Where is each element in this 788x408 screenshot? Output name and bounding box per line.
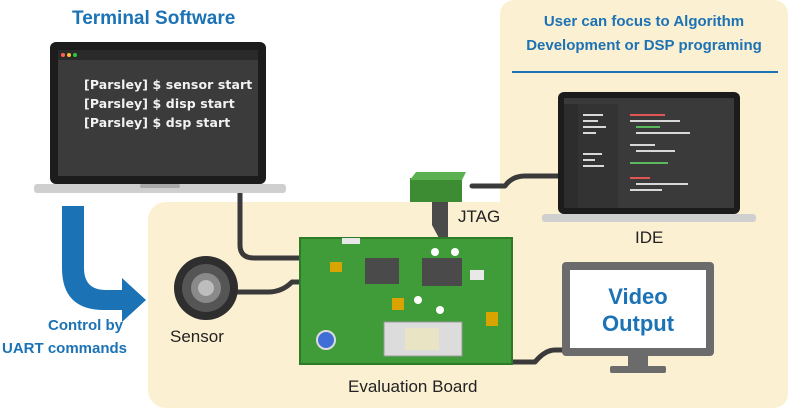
board-cpu: [405, 328, 439, 350]
terminal-line-1: [Parsley] $ sensor start: [84, 77, 253, 92]
terminal-screen: [58, 50, 258, 176]
monitor-stand: [610, 366, 666, 373]
sensor-label: Sensor: [170, 327, 224, 346]
cable-jtag-to-ide: [469, 173, 568, 189]
video-output-line-1: Video: [608, 284, 668, 309]
terminal-maximize-dot: [73, 53, 77, 57]
control-text-line-1: Control by: [48, 317, 123, 334]
jtag-label: JTAG: [458, 207, 501, 226]
ide-laptop: [542, 92, 756, 222]
board-chip-1: [365, 258, 399, 284]
terminal-line-2: [Parsley] $ disp start: [84, 96, 235, 111]
focus-text-line-2: Development or DSP programing: [526, 37, 762, 54]
evaluation-board: [299, 237, 513, 365]
cable-terminal-to-board: [237, 189, 303, 261]
board-chip-2: [422, 258, 462, 286]
focus-text-line-1: User can focus to Algorithm: [543, 13, 745, 30]
ide-laptop-base: [542, 214, 756, 222]
terminal-laptop-notch: [140, 184, 180, 188]
board-led-4: [436, 306, 444, 314]
board-component-c: [392, 298, 404, 310]
jtag-plug-body: [410, 178, 462, 202]
jtag-plug-top: [410, 172, 466, 180]
cable-sensor-to-board: [232, 279, 303, 295]
video-monitor: [562, 262, 714, 373]
terminal-line-3: [Parsley] $ dsp start: [84, 115, 231, 130]
sensor-device: [174, 256, 238, 320]
board-component-b: [486, 312, 498, 326]
monitor-screen: [570, 270, 706, 348]
jtag-connector: [410, 172, 466, 240]
terminal-close-dot: [61, 53, 65, 57]
board-capacitor: [316, 330, 336, 350]
ide-code-lines: [583, 114, 690, 191]
ide-sidebar: [564, 104, 578, 208]
board-component-d: [470, 270, 484, 280]
control-text-line-2: UART commands: [2, 340, 128, 357]
board-led-1: [431, 248, 439, 256]
board-led-3: [414, 296, 422, 304]
terminal-minimize-dot: [67, 53, 71, 57]
terminal-laptop: [34, 42, 286, 193]
sensor-lens-core: [198, 280, 214, 296]
cables: [232, 173, 571, 365]
jtag-ribbon-cable: [432, 200, 448, 240]
terminal-software-title: Terminal Software: [72, 8, 236, 29]
board-led-2: [451, 248, 459, 256]
board-connector-pins: [342, 238, 360, 244]
board-component-a: [330, 262, 342, 272]
terminal-titlebar: [58, 50, 258, 60]
evaluation-board-label: Evaluation Board: [348, 377, 478, 396]
ide-label: IDE: [635, 228, 664, 247]
monitor-neck: [628, 356, 648, 368]
cable-board-to-monitor: [507, 347, 571, 365]
uart-flow-arrow: [62, 206, 146, 322]
ide-file-tree: [578, 104, 618, 208]
video-output-line-2: Output: [601, 311, 675, 336]
terminal-laptop-base: [34, 184, 286, 193]
